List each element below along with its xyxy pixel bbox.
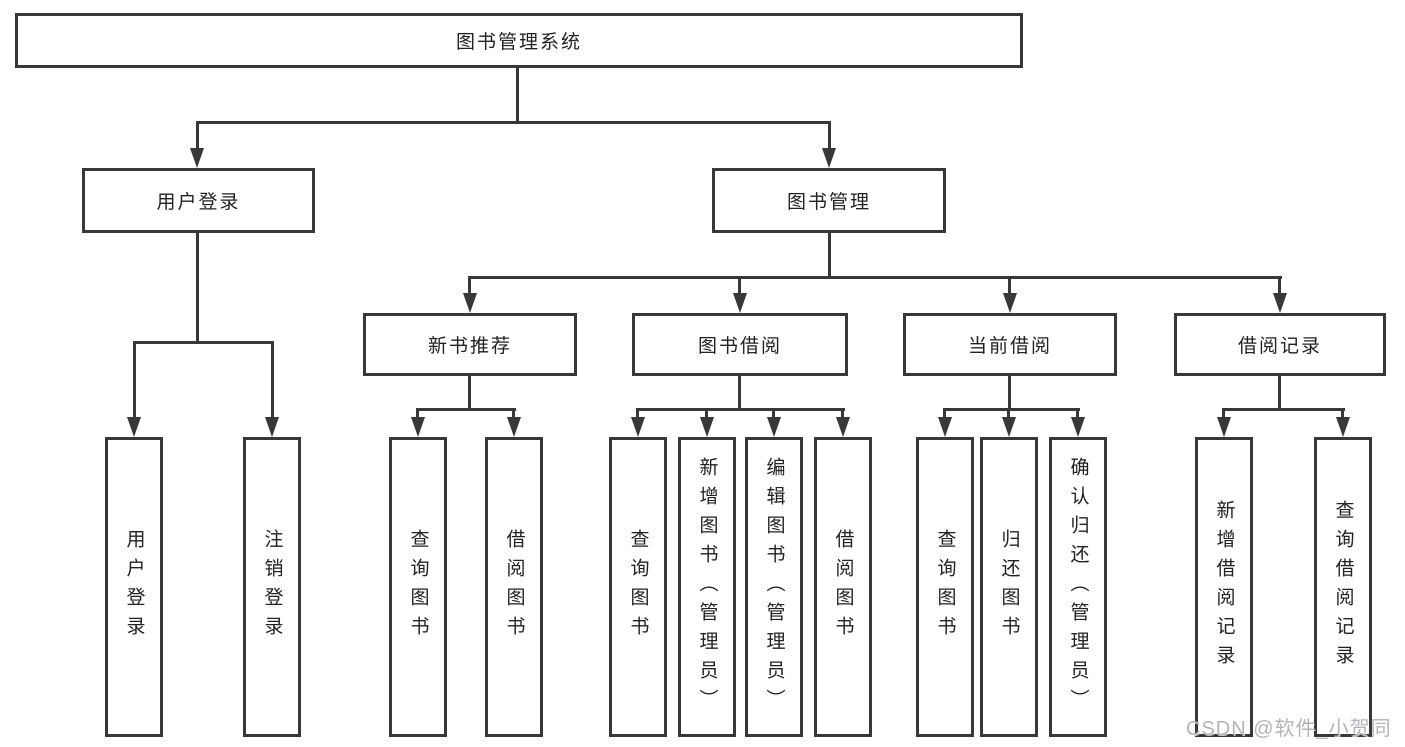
connector-root-stem [516,68,519,121]
leaf-query-books-current: 查询图书 [916,437,974,737]
connector-book-management-stem [828,233,831,276]
leaf-query-books-current-label: 查询图书 [934,529,956,645]
node-book-management-label: 图书管理 [786,192,871,213]
arrow-down-icon [822,148,836,168]
arrow-down-icon [938,417,952,437]
leaf-user-login: 用户登录 [105,437,163,737]
leaf-query-books-borrowing: 查询图书 [609,437,667,737]
connector-drop-leaf [1222,408,1225,420]
arrow-down-icon [190,148,204,168]
connector-drop-leaf [943,408,946,420]
connector-drop-book-management [828,121,831,151]
leaf-logout-label: 注销登录 [261,529,283,645]
leaf-confirm-return-admin: 确认归还（管理员） [1049,437,1107,737]
leaf-query-borrow-record-label: 查询借阅记录 [1332,500,1354,674]
connector-drop-book-borrowing [738,276,741,296]
connector-drop-leaf [636,408,639,420]
node-root-label: 图书管理系统 [455,32,582,53]
connector-root-branch [196,121,831,124]
arrow-down-icon [1336,417,1350,437]
connector-drop-leaf [1341,408,1344,420]
connector-current-borrowing-branch [943,408,1080,411]
connector-drop-leaf [772,408,775,420]
connector-drop-leaf-user-login [133,341,136,420]
node-root-system: 图书管理系统 [15,13,1023,68]
leaf-confirm-return-admin-label: 确认归还（管理员） [1067,456,1089,718]
connector-drop-leaf [1007,408,1010,420]
arrow-down-icon [836,417,850,437]
arrow-down-icon [1273,293,1287,313]
node-user-login-label: 用户登录 [156,192,241,213]
connector-user-login-branch [133,341,274,344]
arrow-down-icon [1002,417,1016,437]
leaf-query-books-borrowing-label: 查询图书 [627,529,649,645]
node-book-borrowing: 图书借阅 [632,313,848,376]
arrow-down-icon [767,417,781,437]
leaf-return-books: 归还图书 [980,437,1038,737]
node-borrowing-records-label: 借阅记录 [1237,336,1322,357]
leaf-query-books-recommend-label: 查询图书 [407,529,429,645]
leaf-logout: 注销登录 [243,437,301,737]
connector-drop-leaf [705,408,708,420]
node-book-management: 图书管理 [712,168,946,233]
leaf-user-login-label: 用户登录 [123,529,145,645]
connector-new-book-recommend-branch [416,408,516,411]
arrow-down-icon [631,417,645,437]
connector-drop-user-login [196,121,199,151]
leaf-borrow-books-recommend: 借阅图书 [485,437,543,737]
leaf-add-books-admin: 新增图书（管理员） [678,437,736,737]
node-borrowing-records: 借阅记录 [1174,313,1386,376]
node-current-borrowing-label: 当前借阅 [967,336,1052,357]
connector-borrowing-records-stem [1278,376,1281,411]
connector-book-management-branch [468,276,1282,279]
leaf-borrow-books: 借阅图书 [814,437,872,737]
leaf-query-books-recommend: 查询图书 [389,437,447,737]
leaf-add-borrow-record-label: 新增借阅记录 [1213,500,1235,674]
leaf-return-books-label: 归还图书 [998,529,1020,645]
node-new-book-recommend-label: 新书推荐 [427,336,512,357]
arrow-down-icon [700,417,714,437]
leaf-borrow-books-label: 借阅图书 [832,529,854,645]
node-current-borrowing: 当前借阅 [903,313,1117,376]
leaf-borrow-books-recommend-label: 借阅图书 [503,529,525,645]
arrow-down-icon [411,417,425,437]
connector-drop-leaf [1076,408,1079,420]
arrow-down-icon [265,417,279,437]
node-new-book-recommend: 新书推荐 [363,313,577,376]
leaf-edit-books-admin-label: 编辑图书（管理员） [763,456,785,718]
node-user-login: 用户登录 [82,168,315,233]
arrow-down-icon [127,417,141,437]
leaf-query-borrow-record: 查询借阅记录 [1314,437,1372,737]
connector-drop-leaf [841,408,844,420]
arrow-down-icon [1003,293,1017,313]
connector-user-login-stem [196,233,199,341]
arrow-down-icon [733,293,747,313]
arrow-down-icon [1217,417,1231,437]
connector-book-borrowing-branch [636,408,845,411]
arrow-down-icon [507,417,521,437]
connector-drop-leaf [512,408,515,420]
connector-drop-leaf-logout [271,341,274,420]
leaf-edit-books-admin: 编辑图书（管理员） [745,437,803,737]
connector-new-book-recommend-stem [468,376,471,411]
leaf-add-books-admin-label: 新增图书（管理员） [696,456,718,718]
connector-drop-new-book-recommend [468,276,471,296]
connector-book-borrowing-stem [738,376,741,411]
connector-current-borrowing-stem [1008,376,1011,411]
leaf-add-borrow-record: 新增借阅记录 [1195,437,1253,737]
node-book-borrowing-label: 图书借阅 [697,336,782,357]
arrow-down-icon [1071,417,1085,437]
arrow-down-icon [463,293,477,313]
connector-drop-current-borrowing [1008,276,1011,296]
connector-drop-leaf [416,408,419,420]
connector-borrowing-records-branch [1222,408,1345,411]
connector-drop-borrowing-records [1278,276,1281,296]
csdn-watermark: CSDN @软件_小贺同学 [1186,718,1392,740]
